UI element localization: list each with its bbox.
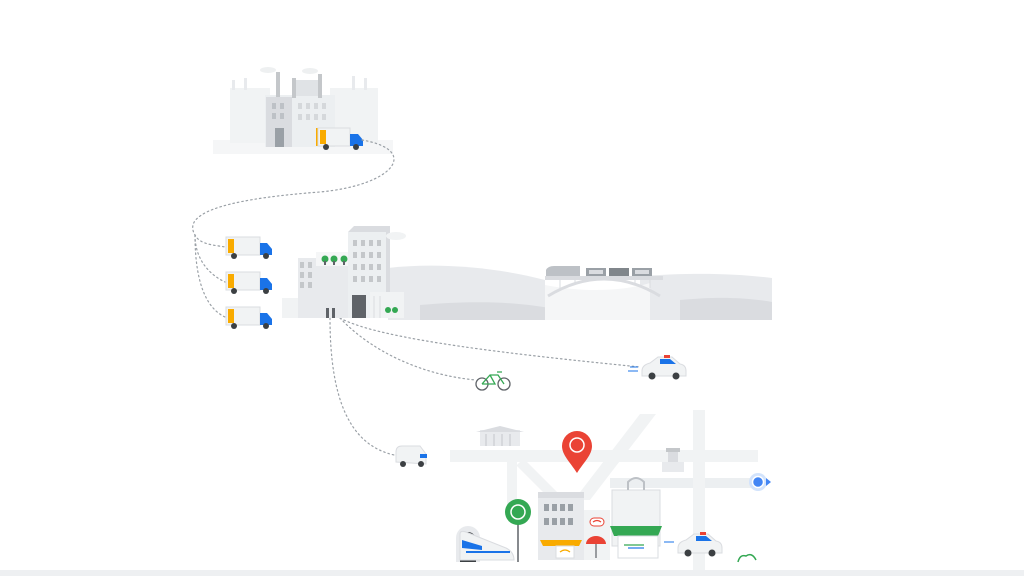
delivery-truck-icon [225, 236, 272, 259]
hills [388, 265, 772, 320]
bullet-train-icon [459, 530, 515, 561]
delivery-routes [192, 139, 641, 456]
bush-icon [737, 553, 757, 563]
bus-stop-icon [505, 499, 531, 562]
store-icon [538, 492, 584, 560]
landmark-building [476, 426, 524, 446]
delivery-truck-icon [225, 306, 272, 329]
location-pin-icon [562, 431, 592, 473]
shop-building [584, 510, 610, 560]
trees [321, 255, 398, 313]
factory-icon [213, 67, 393, 154]
bridge-icon [545, 276, 663, 298]
freight-train-icon [546, 266, 652, 276]
delivery-truck-icon [225, 271, 272, 294]
monument-icon [662, 448, 684, 472]
car-icon [664, 532, 723, 557]
warehouse-icon [282, 226, 406, 318]
umbrella-icon [586, 536, 606, 558]
bicycle-icon [475, 371, 511, 391]
car-icon [628, 355, 687, 380]
van-icon [395, 445, 427, 467]
blue-dot-icon [749, 473, 771, 491]
delivery-truck-icon [317, 127, 363, 150]
shopping-bag-icon [610, 477, 662, 559]
bottom-scroll-edge [0, 570, 1024, 576]
